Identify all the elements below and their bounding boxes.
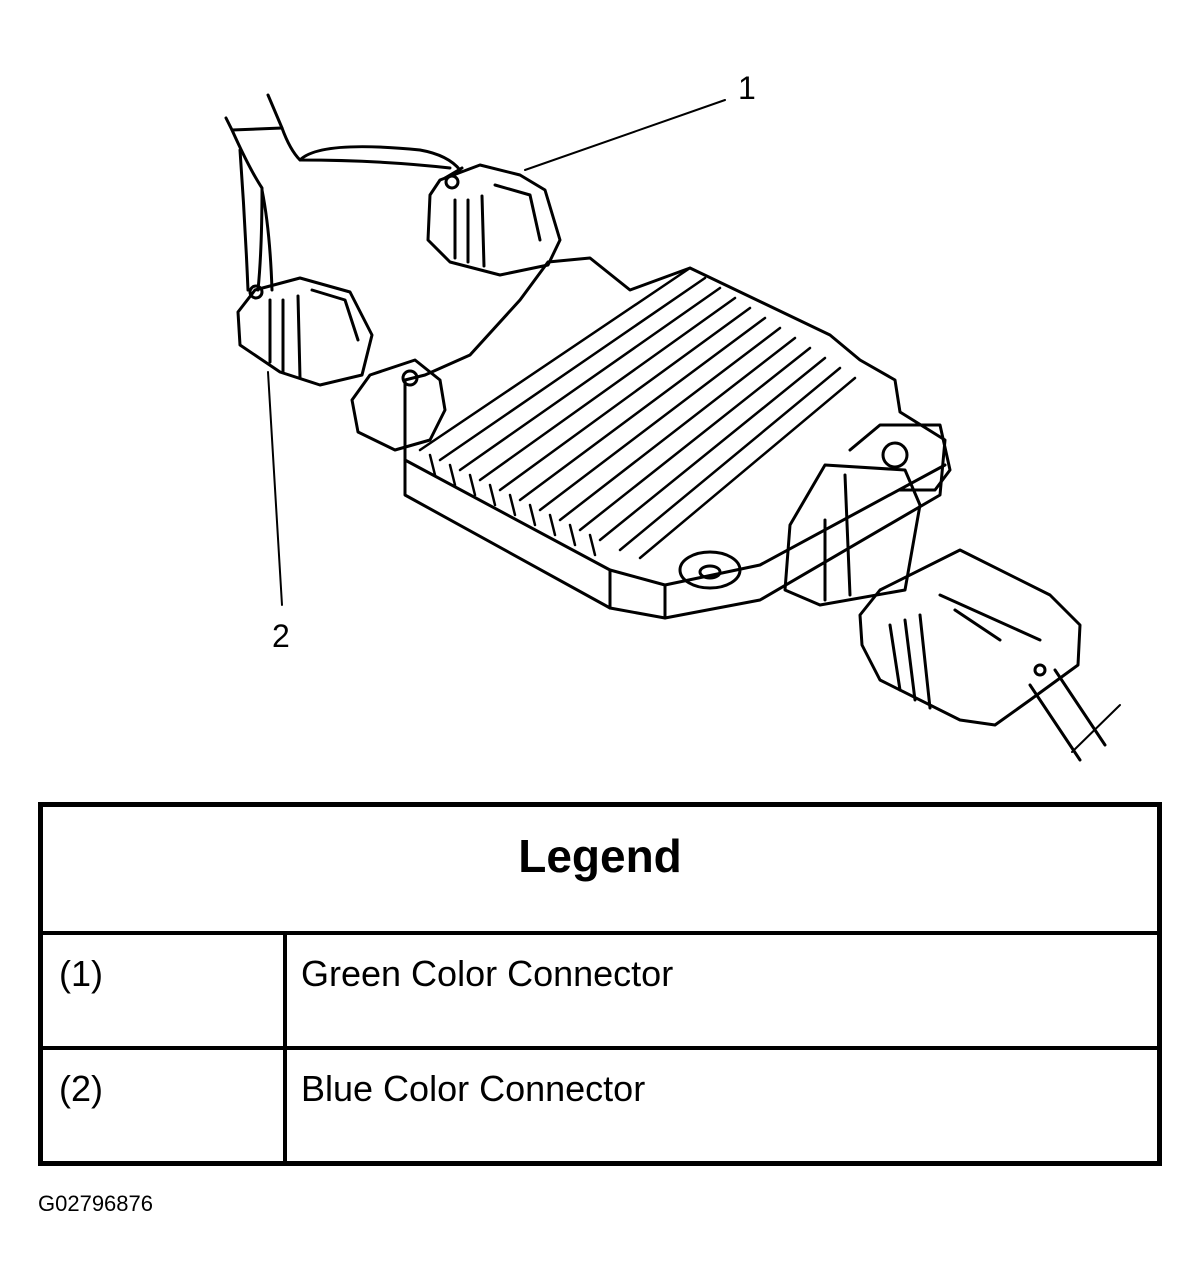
legend-row: (2) Blue Color Connector: [43, 1050, 1157, 1162]
control-module: [350, 256, 952, 620]
legend-key: (1): [43, 935, 287, 1046]
leader-line-1: [524, 99, 726, 171]
legend-value: Green Color Connector: [301, 953, 674, 994]
legend-key: (2): [43, 1050, 287, 1162]
callout-label-2: 2: [272, 618, 290, 654]
green-connector: [426, 163, 562, 277]
wiring-harness: [224, 93, 462, 292]
callout-label-1: 1: [738, 70, 756, 106]
legend-value: Blue Color Connector: [301, 1068, 646, 1109]
legend-header-row: Legend: [43, 807, 1157, 935]
legend-title: Legend: [518, 830, 682, 882]
connector-module-illustration: [224, 93, 1121, 762]
module-plug: [858, 548, 1121, 762]
cooling-fins: [418, 266, 857, 560]
leader-line-2: [267, 371, 283, 606]
figure-id: G02796876: [38, 1191, 153, 1216]
legend-row: (1) Green Color Connector: [43, 935, 1157, 1050]
blue-connector: [236, 276, 374, 387]
legend-table: Legend (1) Green Color Connector (2) Blu…: [38, 802, 1162, 1166]
